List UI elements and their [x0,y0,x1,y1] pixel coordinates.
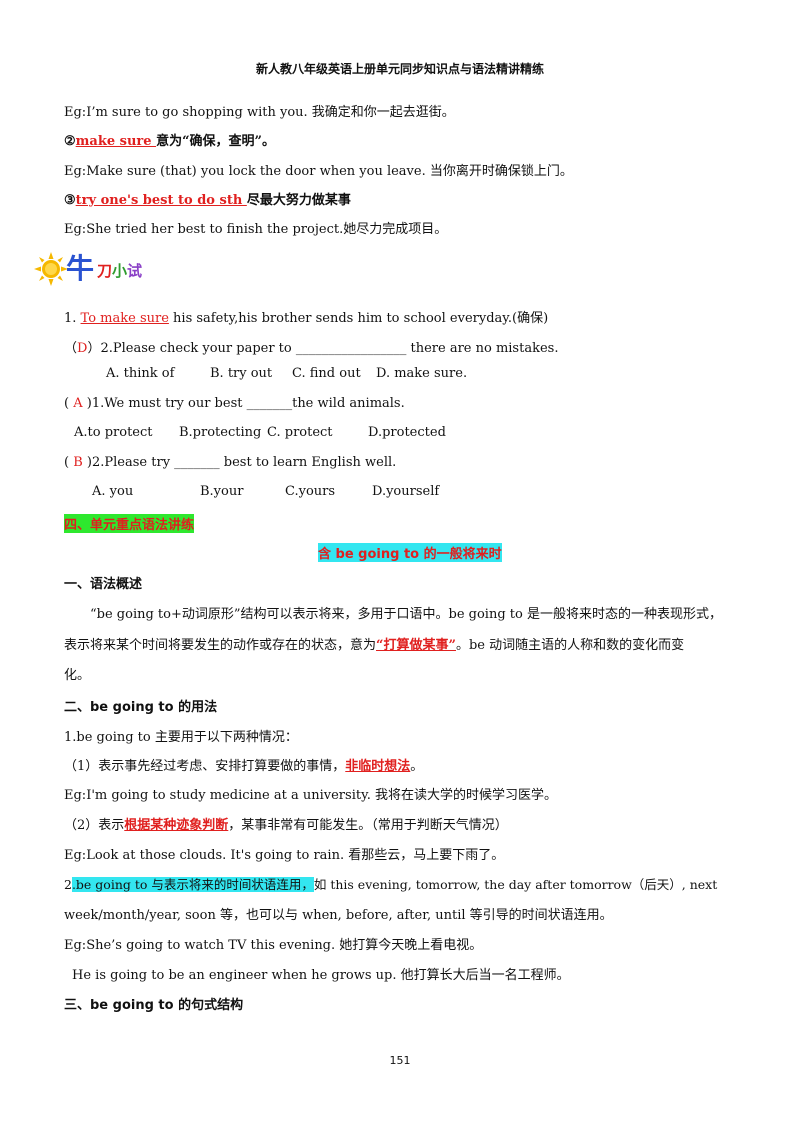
emphasis-text: 根据某种迹象判断 [124,818,229,833]
exercise-1: 1. To make sure his safety,his brother s… [64,307,548,326]
paragraph-line: “be going to+动词原形”结构可以表示将来，多用于口语中。be goi… [90,607,722,622]
example-sentence: Eg:Look at those clouds. It's going to r… [64,848,505,863]
exercise-2: （D）2.Please check your paper to ________… [64,337,558,356]
text-run: （1）表示事先经过考虑、安排打算要做的事情， [64,759,346,774]
subsection-heading: 三、be going to 的句式结构 [64,998,244,1013]
point-try-best: ③try one's best to do sth 尽最大努力做某事 [64,189,351,208]
sun-icon [34,252,68,286]
example-sentence: He is going to be an engineer when he gr… [72,968,570,983]
example-sentence: Eg:Make sure (that) you lock the door wh… [64,164,573,179]
option-a: A. think of [106,366,175,381]
answer-letter: A [73,396,83,411]
question-text: 1.We must try our best _______the wild a… [91,396,405,411]
example-sentence: Eg:She tried her best to finish the proj… [64,222,448,237]
answer-letter: B [73,455,83,470]
usage-line: 2.be going to 与表示将来的时间状语连用，如 this evenin… [64,874,717,893]
point-make-sure: ②make sure 意为“确保，查明”。 [64,130,275,149]
text-run: 如 this evening, tomorrow, the day after … [313,877,718,892]
answer-text: To make sure [80,311,169,326]
usage-line: （2）表示根据某种迹象判断，某事非常有可能发生。（常用于判断天气情况） [64,814,508,833]
usage-line: 1.be going to 主要用于以下两种情况： [64,730,298,745]
option-b: B.protecting [179,425,262,440]
paragraph-line: 化。 [64,668,91,683]
exercise-4: ( B )2.Please try _______ best to learn … [64,455,396,470]
question-number: 1. [64,311,81,326]
bracket: （ [64,341,78,356]
logo-niu: 牛 [66,252,95,285]
option-c: C. protect [267,425,333,440]
emphasis-text: 非临时想法 [345,759,411,774]
point-number: ③ [64,193,76,208]
paragraph-line: 表示将来某个时间将要发生的动作或存在的状态，意为“打算做某事”。be 动词随主语… [64,634,684,653]
key-phrase: try one's best to do sth [75,193,247,208]
text-run: 2 [64,877,72,892]
text-run: ，某事非常有可能发生。（常用于判断天气情况） [228,818,508,833]
logo-char: 小 [112,262,128,280]
option-a: A. you [92,484,134,499]
usage-line: （1）表示事先经过考虑、安排打算要做的事情，非临时想法。 [64,755,423,774]
phrase-meaning: 意为“确保，查明”。 [156,134,276,149]
option-d: D.protected [368,425,446,440]
bracket: ( [64,455,74,470]
option-a: A.to protect [74,425,153,440]
option-d: D.yourself [372,484,440,499]
bracket: ( [64,396,74,411]
question-text: 2.Please check your paper to ___________… [100,341,559,356]
option-c: C.yours [285,484,336,499]
key-phrase: make sure [75,134,157,149]
bracket: ) [82,455,92,470]
example-sentence: Eg:I’m sure to go shopping with you. 我确定… [64,105,455,120]
text-run: （2）表示 [64,818,125,833]
text-run: 表示将来某个时间将要发生的动作或存在的状态，意为 [64,638,377,653]
bracket: ) [82,396,92,411]
phrase-meaning: 尽最大努力做某事 [246,193,351,208]
question-text: 2.Please try _______ best to learn Engli… [92,455,397,470]
logo-char: 刀 [97,262,113,280]
section-logo: 刀小试 [97,260,142,281]
usage-line: week/month/year, soon 等，也可以与 when, befor… [64,908,613,923]
question-text: his safety,his brother sends him to scho… [168,311,549,326]
point-number: ② [64,134,76,149]
page-number: 151 [389,1054,411,1067]
option-d: D. make sure. [376,366,468,381]
exercise-3: ( A )1.We must try our best _______the w… [64,396,405,411]
answer-letter: D [77,341,88,356]
page-header: 新人教八年级英语上册单元同步知识点与语法精讲精练 [255,62,544,76]
subsection-heading: 二、be going to 的用法 [64,700,218,715]
option-c: C. find out [292,366,361,381]
example-sentence: Eg:I'm going to study medicine at a univ… [64,788,557,803]
grammar-title: 含 be going to 的一般将来时 [318,543,502,562]
text-run: 。 [410,759,424,774]
emphasis-text: “打算做某事” [376,638,456,653]
logo-char: 试 [127,262,143,280]
section-heading: 四、单元重点语法讲练 [64,514,195,533]
subsection-heading: 一、语法概述 [64,577,143,592]
bracket: ） [87,341,101,356]
option-b: B. try out [210,366,273,381]
option-b: B.your [200,484,244,499]
highlighted-text: .be going to 与表示将来的时间状语连用， [71,877,314,892]
text-run: 。be 动词随主语的人称和数的变化而变 [455,638,685,653]
example-sentence: Eg:She’s going to watch TV this evening.… [64,938,483,953]
